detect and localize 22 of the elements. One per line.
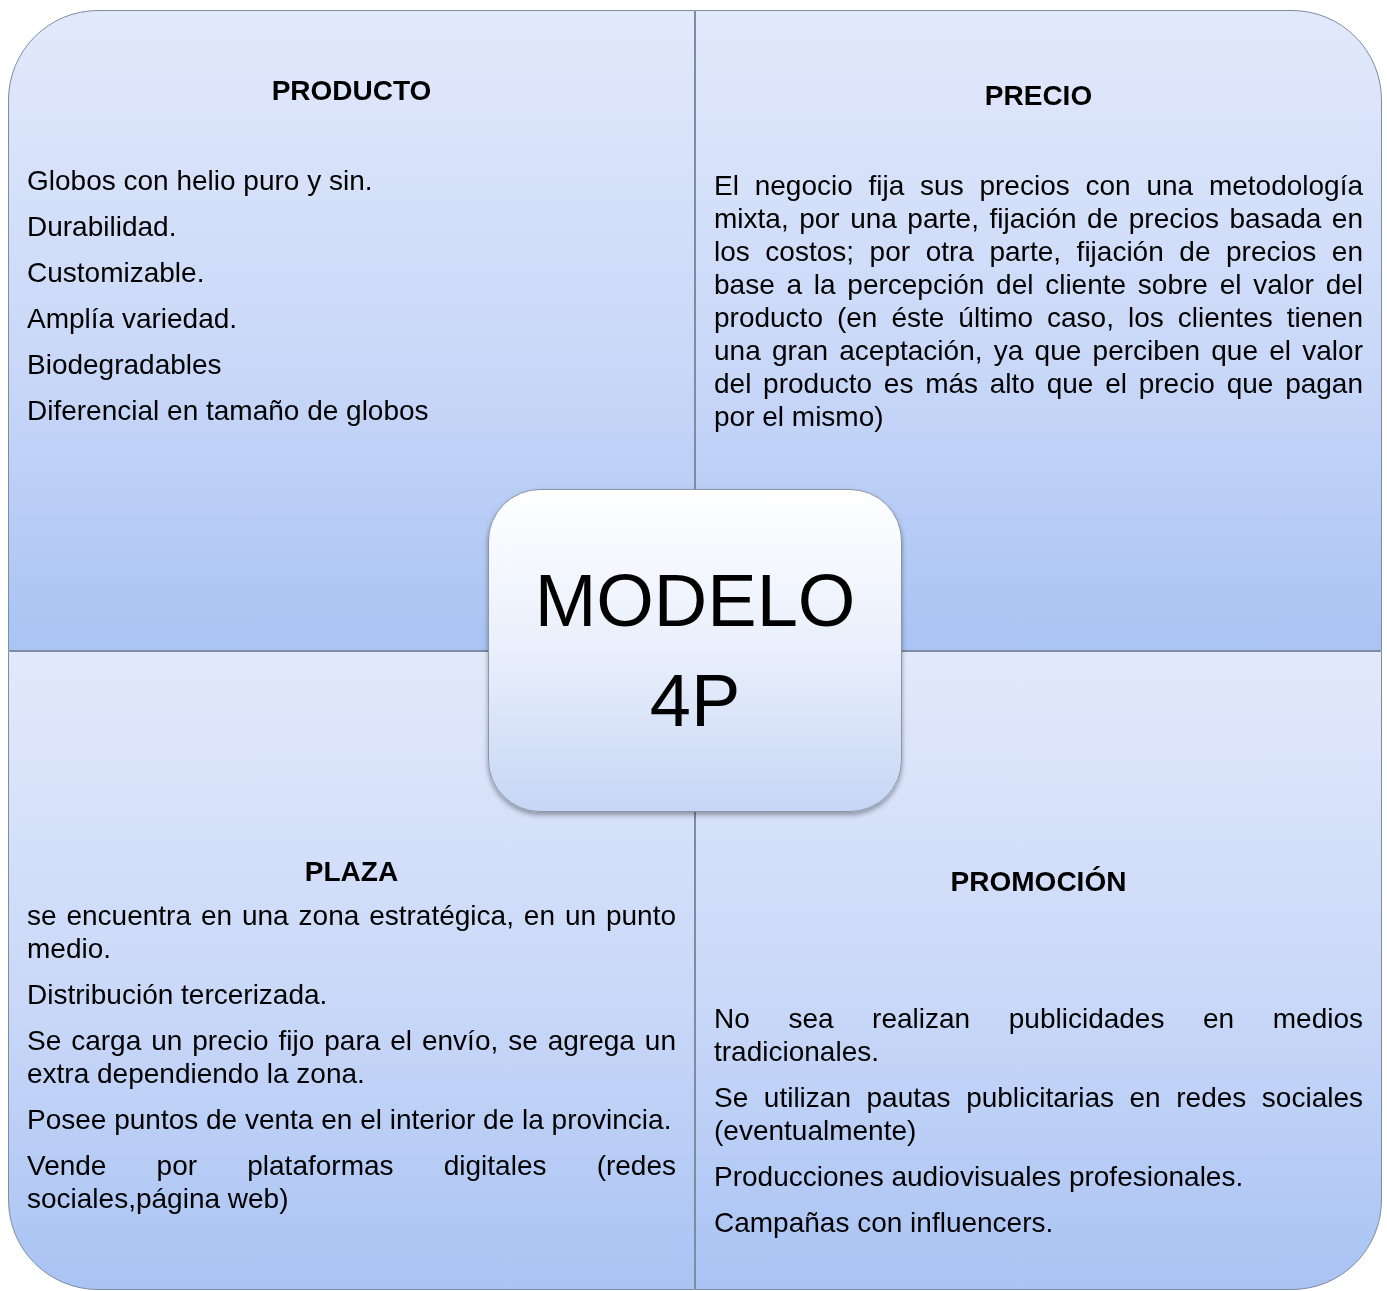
center-box — [488, 489, 902, 812]
center-title: MODELO 4P — [533, 557, 857, 744]
bullet-text: Campañas con influencers. — [714, 1206, 1055, 1239]
bullet-text: Se carga un precio fijo para el envío, se agrega un extra dependiendo la zona. — [27, 1024, 676, 1090]
section-heading: PRODUCTO — [270, 74, 433, 107]
section-heading: PRECIO — [983, 79, 1094, 112]
bullet-text: Customizable. — [27, 256, 206, 289]
bullet-text: se encuentra en una zona estratégica, en un punto medio. — [27, 899, 676, 965]
bullet-text: Posee puntos de venta en el interior de la provincia. — [27, 1103, 673, 1136]
bullet-text: Se utilizan pautas publicitarias en redes sociales (eventualmente) — [714, 1081, 1363, 1147]
bullet-text: El negocio fija sus precios con una metodología mixta, por una parte, fijación de precios basada en los costos; por otra parte, fijación de precios en base a la percepción del cliente sobre el valor del producto (en éste último caso, los clientes tienen una gran aceptación, ya que perciben que el valor del producto es más alto que el precio que pagan por el mismo) — [714, 169, 1363, 433]
bullet-text: Diferencial en tamaño de globos — [27, 394, 430, 427]
bullet-text: No sea realizan publicidades en medios tradicionales. — [714, 1002, 1363, 1068]
bullet-text: Distribución tercerizada. — [27, 978, 329, 1011]
bullet-text: Amplía variedad. — [27, 302, 239, 335]
section-heading: PROMOCIÓN — [949, 865, 1128, 898]
bullet-text: Vende por plataformas digitales (redes sociales,página web) — [27, 1149, 676, 1215]
bullet-text: Globos con helio puro y sin. — [27, 164, 374, 197]
bullet-text: Durabilidad. — [27, 210, 178, 243]
section-heading: PLAZA — [303, 855, 400, 888]
bullet-text: Producciones audiovisuales profesionales. — [714, 1160, 1245, 1193]
bullet-text: Biodegradables — [27, 348, 223, 381]
